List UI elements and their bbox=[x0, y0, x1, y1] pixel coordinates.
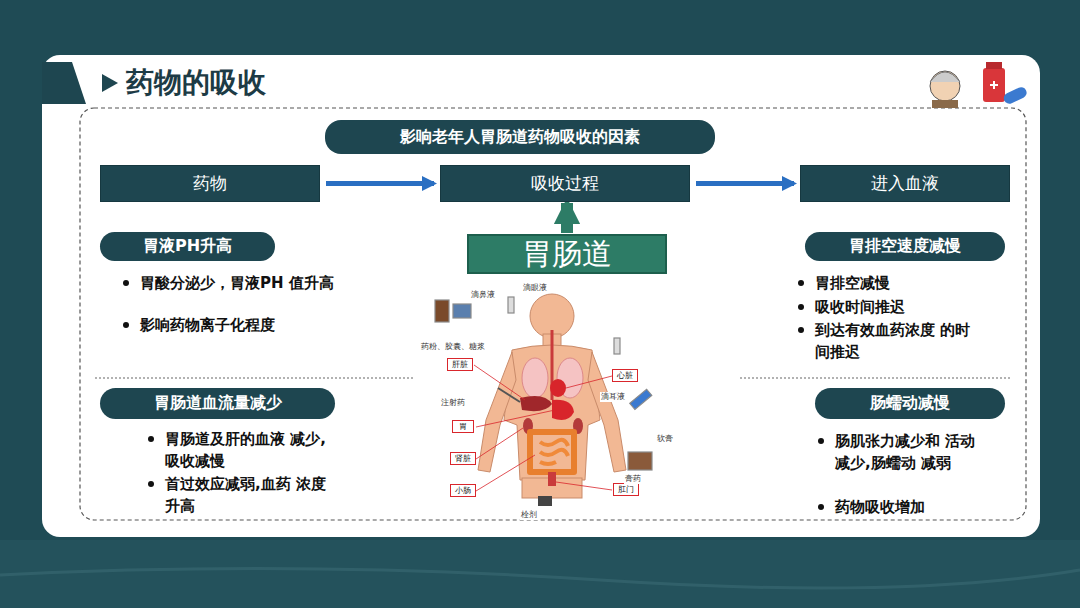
bullet-dot bbox=[818, 504, 824, 510]
icon bbox=[930, 62, 1028, 108]
bullet-text: 胃肠道及肝的血液 减少,吸收减慢 bbox=[165, 428, 340, 472]
box-text: 心脏 bbox=[617, 370, 633, 381]
box-text: 肛门 bbox=[618, 484, 634, 495]
bullet-dot bbox=[148, 436, 154, 442]
organ-label: 肛门 bbox=[613, 483, 639, 496]
box-text: 胃肠道血流量减少 bbox=[154, 393, 282, 414]
organ-label: 肾脏 bbox=[450, 452, 476, 465]
organ-system-box: 胃肠道 bbox=[467, 234, 667, 274]
bullet-dot bbox=[123, 322, 129, 328]
flow-arrow bbox=[696, 181, 794, 186]
flow-arrow bbox=[326, 181, 434, 186]
bullet-text: 影响药物离子化程度 bbox=[140, 314, 340, 336]
bullet-dot bbox=[123, 280, 129, 286]
bullet-dot bbox=[798, 304, 804, 310]
part-label: 滴鼻液 bbox=[470, 290, 496, 300]
process-box: 进入血液 bbox=[800, 165, 1010, 202]
box-text: 药物 bbox=[193, 172, 227, 195]
box-text: 进入血液 bbox=[871, 172, 939, 195]
part-label: 膏药 bbox=[624, 474, 642, 484]
part-label: 药粉、胶囊、糖浆 bbox=[420, 342, 486, 352]
box-text: 吸收过程 bbox=[531, 172, 599, 195]
factor-pill: 胃肠道血流量减少 bbox=[100, 388, 335, 419]
box-text: 影响老年人胃肠道药物吸收的因素 bbox=[400, 127, 640, 148]
box-text: 肝脏 bbox=[452, 359, 468, 370]
organ-label: 肝脏 bbox=[447, 358, 473, 371]
part-label: 滴耳液 bbox=[600, 392, 626, 402]
part-label: 滴眼液 bbox=[522, 283, 548, 293]
bullet-text: 胃酸分泌少，胃液PH 值升高 bbox=[140, 272, 340, 294]
factor-pill: 肠蠕动减慢 bbox=[815, 388, 1005, 419]
bullet-text: 首过效应减弱,血药 浓度升高 bbox=[165, 473, 340, 517]
bullet-text: 药物吸收增加 bbox=[835, 496, 985, 518]
bullet-text: 胃排空减慢 bbox=[815, 272, 1015, 294]
box-text: 胃液PH升高 bbox=[143, 236, 232, 257]
bullet-text: 到达有效血药浓度 的时间推迟 bbox=[815, 319, 975, 363]
part-label: 注射药 bbox=[440, 398, 466, 408]
bullet-dot bbox=[818, 438, 824, 444]
bullet-dot bbox=[148, 481, 154, 487]
organ-label: 心脏 bbox=[612, 369, 638, 382]
factor-pill: 胃排空速度减慢 bbox=[805, 232, 1005, 261]
factor-pill: 胃液PH升高 bbox=[100, 232, 275, 261]
box-text: 胃 bbox=[459, 421, 467, 432]
part-label: 软膏 bbox=[656, 434, 674, 444]
bullet-text: 肠肌张力减少和 活动减少,肠蠕动 减弱 bbox=[835, 430, 985, 474]
block-arrow bbox=[561, 203, 573, 233]
bullet-dot bbox=[798, 280, 804, 286]
header-pill: 影响老年人胃肠道药物吸收的因素 bbox=[325, 120, 715, 154]
box-text: 肾脏 bbox=[455, 453, 471, 464]
organ-label: 胃 bbox=[452, 420, 474, 433]
box-text: 小肠 bbox=[455, 485, 471, 496]
process-box: 吸收过程 bbox=[440, 165, 690, 202]
bullet-text: 吸收时间推迟 bbox=[815, 296, 1015, 318]
box-text: 胃肠道 bbox=[522, 234, 612, 275]
box-text: 胃排空速度减慢 bbox=[849, 236, 961, 257]
process-box: 药物 bbox=[100, 165, 320, 202]
bullet-dot bbox=[798, 327, 804, 333]
slide-title: 药物的吸收 bbox=[126, 64, 266, 102]
part-label: 栓剂 bbox=[520, 510, 538, 520]
organ-label: 小肠 bbox=[450, 484, 476, 497]
box-text: 肠蠕动减慢 bbox=[870, 393, 950, 414]
